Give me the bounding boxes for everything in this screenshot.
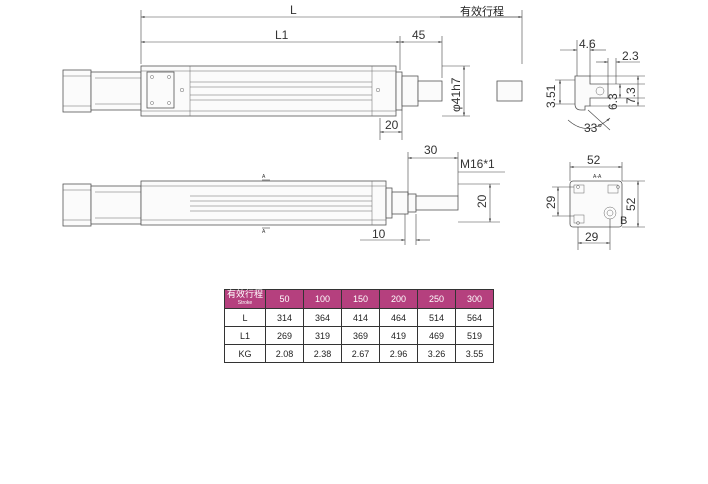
stroke-header: 250 [417,289,456,309]
dim-29-left-label: 29 [544,195,558,209]
table-cell: 2.96 [379,344,418,363]
rod-extended-top [496,80,523,102]
table-row: L1 269 319 369 419 469 519 [224,326,494,345]
rod-collar-side [391,191,409,215]
section-label-aa: A-A [593,174,602,180]
rod-side [415,195,459,211]
table-cell: 319 [303,326,342,345]
angle-label: 33° [584,121,602,135]
end-plate [569,180,623,228]
dim-52-right-label: 52 [624,197,638,211]
stroke-header: 50 [265,289,304,309]
motor-coupler-top [90,71,142,111]
stroke-header: 200 [379,289,418,309]
table-cell: 419 [379,326,418,345]
stroke-header: 300 [455,289,494,309]
stroke-label: 有效行程 [460,4,504,18]
table-cell: 2.67 [341,344,380,363]
dim-6-3-label: 6.3 [606,93,620,110]
side-view: A A 30 M16*1 [62,143,505,245]
motor-top [62,69,92,113]
end-view: A-A 52 52 29 29 B [544,153,645,250]
table-cell: 314 [265,308,304,327]
profile-detail: 4.6 2.3 3.51 6.3 7.3 33° [544,37,645,135]
table-header-row: 有效行程 Stroke 50 100 150 200 250 300 [224,289,494,309]
mark-b-label: B [620,215,627,227]
table-cell: 464 [379,308,418,327]
dim-20-side-label: 20 [475,194,489,208]
profile-shape [574,75,609,111]
dim-L-label: L [290,3,297,17]
row-label: KG [224,344,266,363]
stroke-header: 150 [341,289,380,309]
actuator-body-top [140,65,397,117]
dim-diameter-label: φ41h7 [449,77,463,112]
corner-cn-label: 有效行程 [226,289,263,299]
section-mark-a-bottom: A [262,229,266,235]
table-cell: 369 [341,326,380,345]
table-cell: 3.55 [455,344,494,363]
dim-3-51-label: 3.51 [544,84,558,108]
rod-top [417,80,443,102]
actuator-body-side [140,180,387,226]
motor-side [62,183,92,227]
table-row: L 314 364 414 464 514 564 [224,308,494,327]
table-cell: 269 [265,326,304,345]
table-cell: 469 [417,326,456,345]
table-cell: 519 [455,326,494,345]
dim-10-label: 10 [372,227,386,241]
dim-4-6-label: 4.6 [579,37,596,51]
row-label: L1 [224,326,266,345]
dim-7-3-label: 7.3 [624,87,638,104]
table-cell: 564 [455,308,494,327]
table-cell: 514 [417,308,456,327]
dim-29-bottom-label: 29 [585,230,599,244]
rod-collar-top [401,75,419,107]
section-mark-a-top: A [262,174,266,180]
table-cell: 2.38 [303,344,342,363]
dim-20-top-label: 20 [385,118,399,132]
top-view: L 有效行程 L1 45 [62,3,523,140]
stroke-header: 100 [303,289,342,309]
mount-plate [146,71,175,109]
dim-30-label: 30 [424,143,438,157]
spec-table: 有效行程 Stroke 50 100 150 200 250 300 L 314… [224,289,494,363]
dim-L1-label: L1 [275,28,289,42]
table-corner-header: 有效行程 Stroke [224,289,266,309]
table-row: KG 2.08 2.38 2.67 2.96 3.26 3.55 [224,344,494,363]
table-cell: 414 [341,308,380,327]
thread-label: M16*1 [460,157,495,171]
table-cell: 3.26 [417,344,456,363]
dim-52-top-label: 52 [587,153,601,167]
dim-2-3-label: 2.3 [622,49,639,63]
dim-45-label: 45 [412,28,426,42]
row-label: L [224,308,266,327]
corner-en-label: Stroke [237,300,253,306]
table-cell: 364 [303,308,342,327]
table-cell: 2.08 [265,344,304,363]
